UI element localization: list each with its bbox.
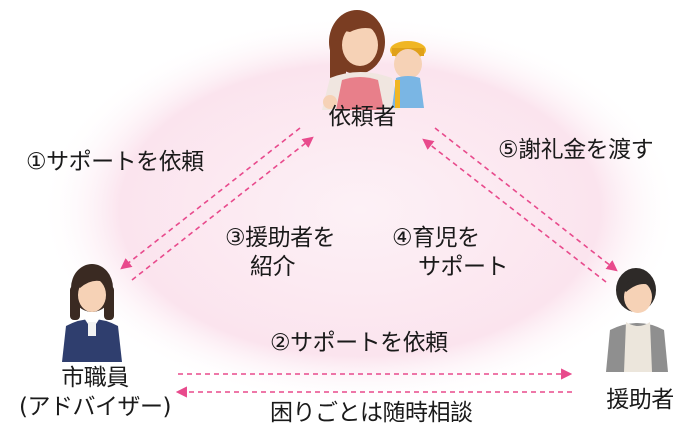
- step-5-label: ⑤謝礼金を渡す: [498, 137, 654, 163]
- step-4-label-line2: サポート: [418, 254, 509, 280]
- step-4-label-line1: ④育児を: [392, 225, 480, 251]
- arrow-requester-to-staff: [120, 127, 301, 270]
- arrow-helper-to-requester: [422, 138, 607, 283]
- consult-label: 困りごとは随時相談: [270, 400, 473, 426]
- step-1-label: ①サポートを依頼: [26, 149, 204, 175]
- city-staff-label: 市職員: [61, 365, 129, 391]
- city-staff-role-label: (アドバイザー): [19, 394, 171, 420]
- helper-figure: [606, 268, 668, 372]
- step-3-label-line1: ③援助者を: [225, 225, 336, 251]
- requester-label: 依頼者: [328, 104, 396, 130]
- arrow-staff-to-requester: [131, 136, 314, 281]
- city-staff-figure: [62, 264, 122, 362]
- step-3-label-line2: 紹介: [250, 254, 296, 280]
- requester-figure: [322, 10, 426, 110]
- background-blob: [40, 15, 680, 405]
- step-2-label: ②サポートを依頼: [270, 330, 448, 356]
- arrow-requester-to-helper: [434, 127, 618, 272]
- helper-label: 援助者: [606, 387, 674, 413]
